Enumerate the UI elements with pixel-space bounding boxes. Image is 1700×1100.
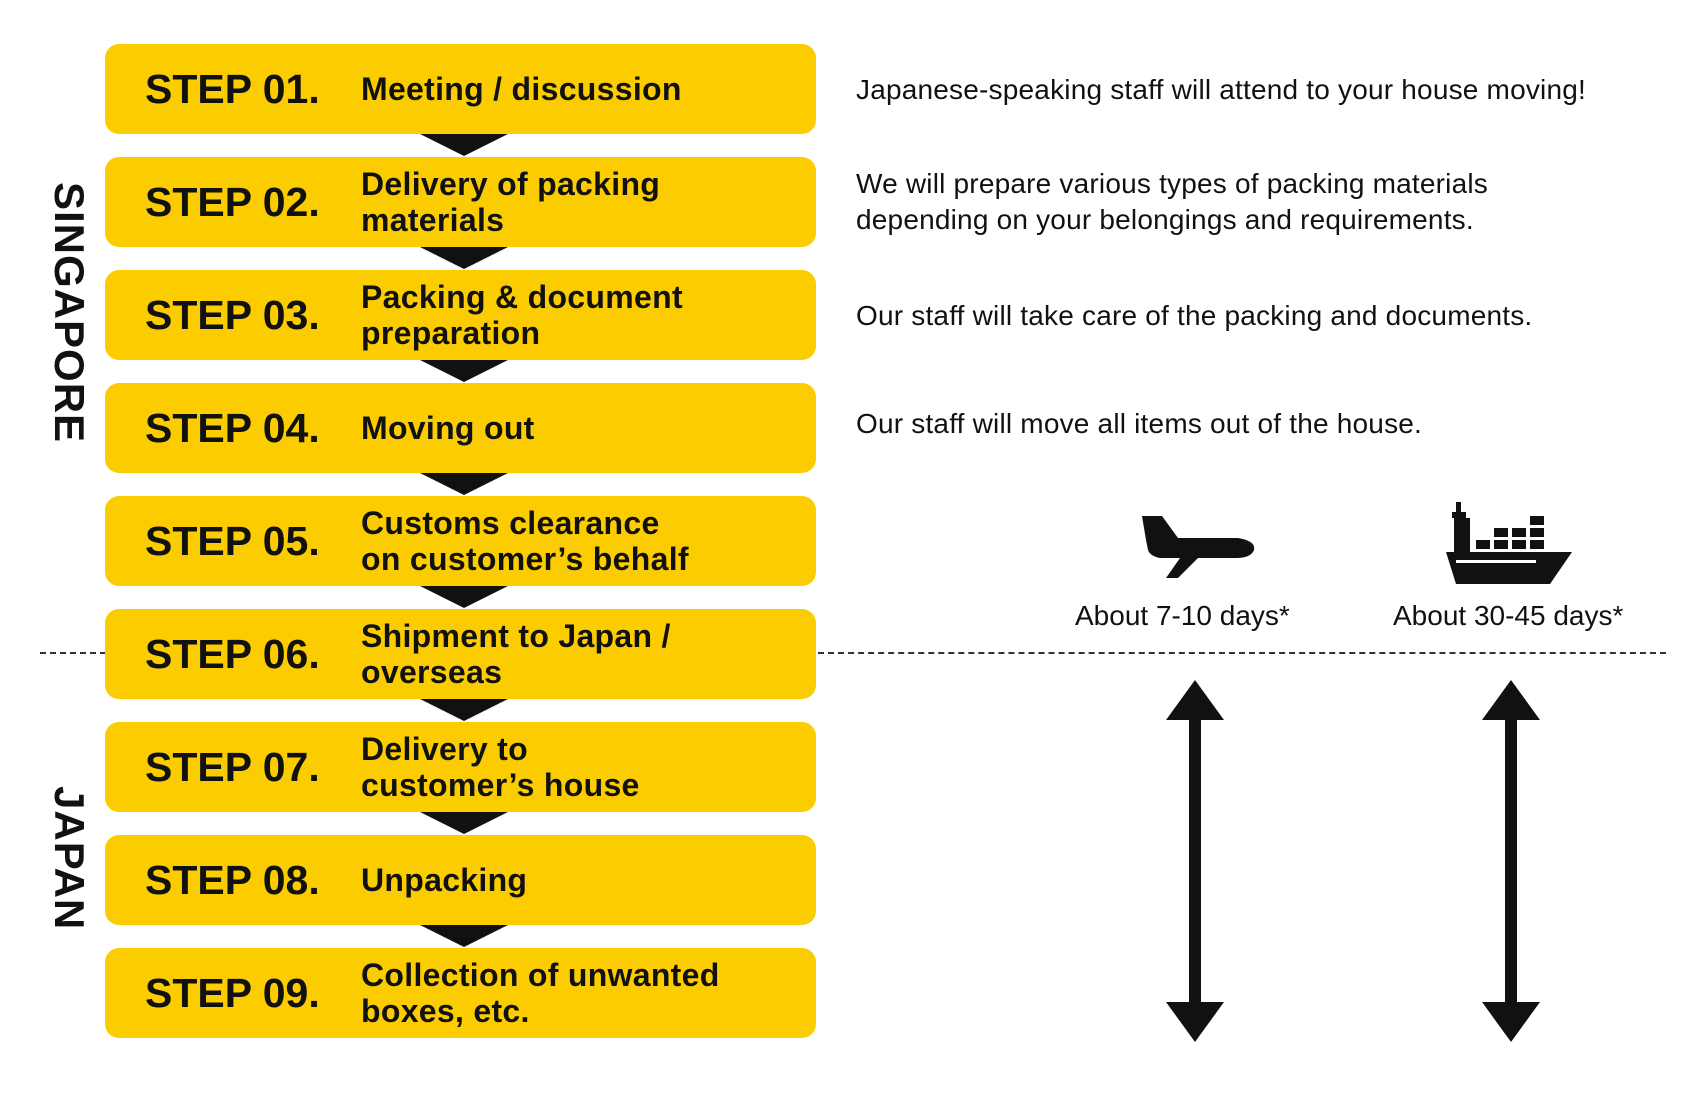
step-03: STEP 03. Packing & document preparation xyxy=(105,270,816,360)
step-04: STEP 04. Moving out xyxy=(105,383,816,473)
air-duration-arrow xyxy=(1166,680,1224,1042)
step-title: Unpacking xyxy=(361,862,528,898)
flow-arrow xyxy=(420,812,508,834)
flow-arrow xyxy=(420,360,508,382)
sea-duration-arrow xyxy=(1482,680,1540,1042)
step-01: STEP 01. Meeting / discussion xyxy=(105,44,816,134)
step-06: STEP 06. Shipment to Japan / overseas xyxy=(105,609,816,699)
airplane-icon xyxy=(1142,516,1255,578)
step-number: STEP 02. xyxy=(145,179,320,225)
flow-arrow xyxy=(420,247,508,269)
step-number: STEP 01. xyxy=(145,66,320,112)
step-03-description: Our staff will take care of the packing … xyxy=(856,300,1533,331)
step-title: Collection of unwanted boxes, etc. xyxy=(361,957,720,1029)
step-number: STEP 06. xyxy=(145,631,320,677)
step-title: Packing & document preparation xyxy=(361,279,683,351)
flow-arrow xyxy=(420,699,508,721)
flow-arrow xyxy=(420,586,508,608)
flow-arrow xyxy=(420,925,508,947)
step-title: Delivery of packing materials xyxy=(361,166,661,238)
border-divider-right xyxy=(818,652,1666,654)
step-title: Moving out xyxy=(361,410,535,446)
step-number: STEP 05. xyxy=(145,518,320,564)
flow-arrow xyxy=(420,134,508,156)
step-title: Customs clearance on customer’s behalf xyxy=(361,505,689,577)
step-09: STEP 09. Collection of unwanted boxes, e… xyxy=(105,948,816,1038)
step-05: STEP 05. Customs clearance on customer’s… xyxy=(105,496,816,586)
step-number: STEP 07. xyxy=(145,744,320,790)
step-08: STEP 08. Unpacking xyxy=(105,835,816,925)
step-number: STEP 09. xyxy=(145,970,320,1016)
step-title: Delivery to customer’s house xyxy=(361,731,640,803)
region-label-singapore: SINGAPORE xyxy=(46,182,93,444)
step-number: STEP 04. xyxy=(145,405,320,451)
step-02: STEP 02. Delivery of packing materials xyxy=(105,157,816,247)
flow-arrow xyxy=(420,473,508,495)
step-title: Shipment to Japan / overseas xyxy=(361,618,671,690)
step-number: STEP 03. xyxy=(145,292,320,338)
cargo-ship-icon xyxy=(1446,502,1572,584)
step-07: STEP 07. Delivery to customer’s house xyxy=(105,722,816,812)
step-number: STEP 08. xyxy=(145,857,320,903)
border-divider-left xyxy=(40,652,106,654)
sea-duration-label: About 30-45 days* xyxy=(1393,600,1624,631)
step-title: Meeting / discussion xyxy=(361,71,682,107)
step-02-description: We will prepare various types of packing… xyxy=(856,168,1488,235)
step-04-description: Our staff will move all items out of the… xyxy=(856,408,1423,439)
step-01-description: Japanese-speaking staff will attend to y… xyxy=(856,74,1586,105)
region-label-japan: JAPAN xyxy=(46,786,93,931)
air-duration-label: About 7-10 days* xyxy=(1075,600,1290,631)
